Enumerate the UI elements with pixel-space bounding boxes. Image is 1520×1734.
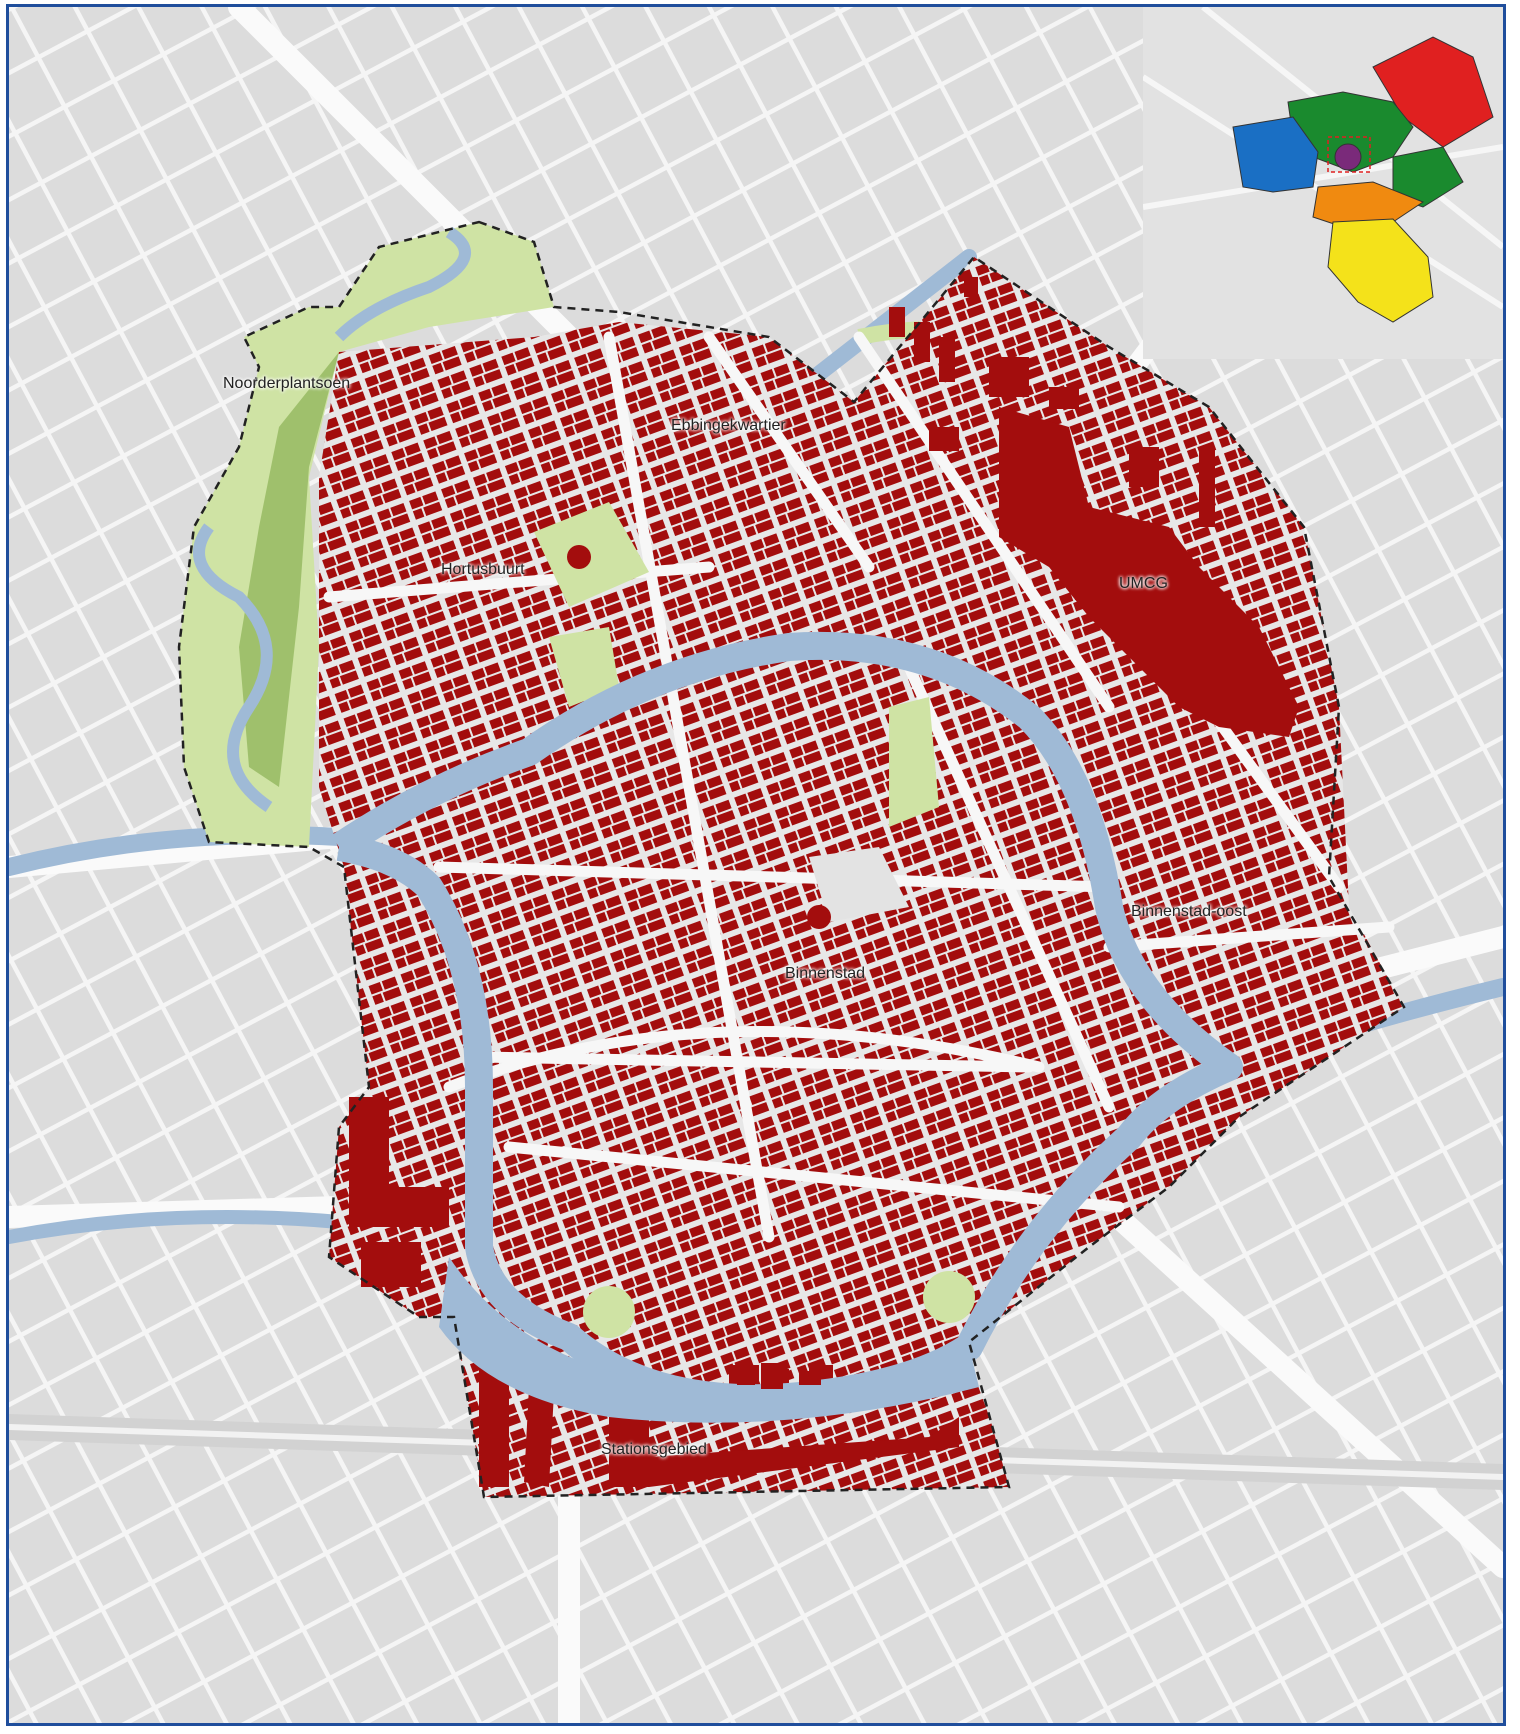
roundabout-east xyxy=(923,1271,975,1323)
park-east xyxy=(889,697,939,827)
map-frame: Noorderplantsoen Ebbingekwartier Hortusb… xyxy=(6,4,1506,1726)
district-overview-inset[interactable] xyxy=(1141,7,1503,359)
park-near-canal xyxy=(549,627,619,707)
umcg-buildings xyxy=(889,277,1215,527)
label-umcg: UMCG xyxy=(1119,575,1168,592)
noorderplantsoen-pond xyxy=(193,226,471,812)
label-binnenstad: Binnenstad xyxy=(785,965,866,982)
label-binnenstad-oost: Binnenstad-oost xyxy=(1131,903,1247,920)
diepenring-canal[interactable] xyxy=(331,631,1243,1413)
inset-map xyxy=(1141,7,1503,359)
label-stationsgebied: Stationsgebied xyxy=(601,1441,707,1458)
roundabout-west xyxy=(583,1286,635,1338)
district-centre xyxy=(1334,143,1362,171)
district-south-far xyxy=(1327,218,1434,323)
district-boundary xyxy=(177,220,1406,1499)
label-hortusbuurt: Hortusbuurt xyxy=(441,561,525,578)
south-canal-basin xyxy=(439,1257,979,1423)
inset-focus-box xyxy=(1327,136,1371,173)
tower-marker xyxy=(807,905,831,929)
west-buildings xyxy=(349,1097,449,1287)
hortus-roundel xyxy=(567,545,591,569)
hortus-square[interactable] xyxy=(534,502,649,607)
umcg-complex[interactable] xyxy=(999,407,1299,737)
label-ebbingekwartier: Ebbingekwartier xyxy=(671,417,786,434)
district-west xyxy=(1232,116,1319,193)
station-pavilion xyxy=(737,1363,821,1389)
label-noorderplantsoen: Noorderplantsoen xyxy=(223,375,351,392)
grote-markt[interactable] xyxy=(809,847,909,922)
